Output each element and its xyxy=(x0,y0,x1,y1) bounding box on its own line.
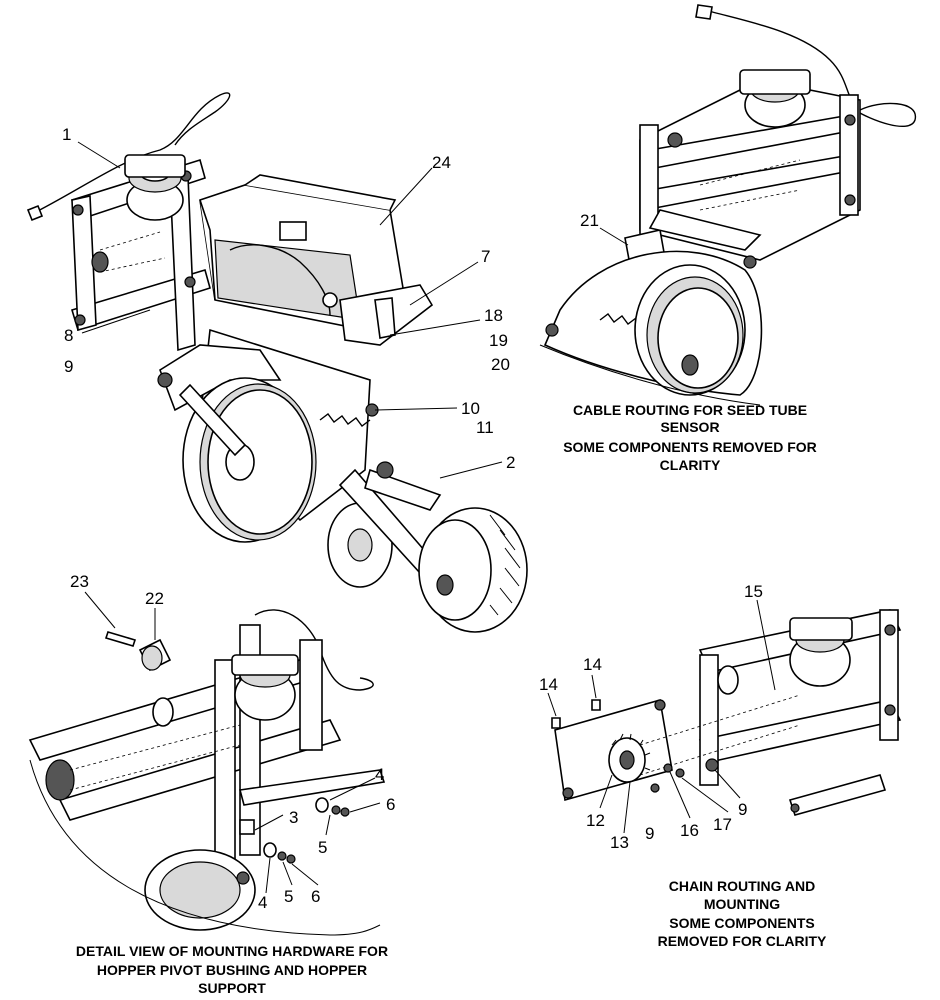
callout-23: 23 xyxy=(70,572,89,591)
callout-7: 7 xyxy=(481,247,490,266)
caption-chain-line-3: SOME COMPONENTS xyxy=(669,915,814,931)
callout-15: 15 xyxy=(744,582,763,601)
caption-cable-line-1: CABLE ROUTING FOR SEED TUBE xyxy=(573,402,807,418)
callout-4-lower: 4 xyxy=(258,893,267,912)
caption-chain-line-1: CHAIN ROUTING AND xyxy=(669,878,815,894)
callout-20: 20 xyxy=(491,355,510,374)
callout-4-upper: 4 xyxy=(375,765,384,784)
callout-5-lower: 5 xyxy=(284,887,293,906)
callout-9-chain-right: 9 xyxy=(738,800,747,819)
caption-detail-line-1: DETAIL VIEW OF MOUNTING HARDWARE FOR xyxy=(76,943,388,959)
callout-14-left: 14 xyxy=(539,675,558,694)
caption-cable-line-4: CLARITY xyxy=(660,457,721,473)
main-leader-lines xyxy=(77,141,503,479)
callout-8: 8 xyxy=(64,326,73,345)
callout-18: 18 xyxy=(484,306,503,325)
callout-14-right: 14 xyxy=(583,655,602,674)
callout-21: 21 xyxy=(580,211,599,230)
callout-3: 3 xyxy=(289,808,298,827)
cable-routing-illustration xyxy=(539,4,916,406)
caption-detail-view: DETAIL VIEW OF MOUNTING HARDWARE FOR HOP… xyxy=(76,943,388,996)
callout-19: 19 xyxy=(489,331,508,350)
callout-9: 9 xyxy=(64,357,73,376)
callout-17: 17 xyxy=(713,815,732,834)
callout-12: 12 xyxy=(586,811,605,830)
callout-22: 22 xyxy=(145,589,164,608)
caption-detail-line-3: SUPPORT xyxy=(198,980,266,996)
caption-cable-line-2: SENSOR xyxy=(660,419,719,435)
leader-21 xyxy=(599,227,629,246)
callout-9-chain-left: 9 xyxy=(645,824,654,843)
main-row-unit-illustration xyxy=(26,92,528,633)
caption-chain-routing: CHAIN ROUTING AND MOUNTING SOME COMPONEN… xyxy=(658,878,827,949)
chain-routing-illustration xyxy=(551,609,902,816)
caption-cable-line-3: SOME COMPONENTS REMOVED FOR xyxy=(563,439,817,455)
callout-labels: 1 24 7 18 19 20 8 9 10 11 2 21 23 22 4 6… xyxy=(62,125,763,912)
callout-1: 1 xyxy=(62,125,71,144)
callout-6-upper: 6 xyxy=(386,795,395,814)
callout-13: 13 xyxy=(610,833,629,852)
caption-chain-line-2: MOUNTING xyxy=(704,896,780,912)
callout-24: 24 xyxy=(432,153,451,172)
callout-6-lower: 6 xyxy=(311,887,320,906)
detail-leader-lines xyxy=(84,591,381,894)
caption-cable-routing: CABLE ROUTING FOR SEED TUBE SENSOR SOME … xyxy=(563,402,817,473)
detail-view-illustration xyxy=(28,609,386,936)
caption-chain-line-4: REMOVED FOR CLARITY xyxy=(658,933,827,949)
caption-detail-line-2: HOPPER PIVOT BUSHING AND HOPPER xyxy=(97,962,367,978)
callout-10: 10 xyxy=(461,399,480,418)
chain-leader-lines xyxy=(547,599,776,834)
callout-5-upper: 5 xyxy=(318,838,327,857)
callout-11: 11 xyxy=(476,418,494,437)
callout-2: 2 xyxy=(506,453,515,472)
callout-16: 16 xyxy=(680,821,699,840)
